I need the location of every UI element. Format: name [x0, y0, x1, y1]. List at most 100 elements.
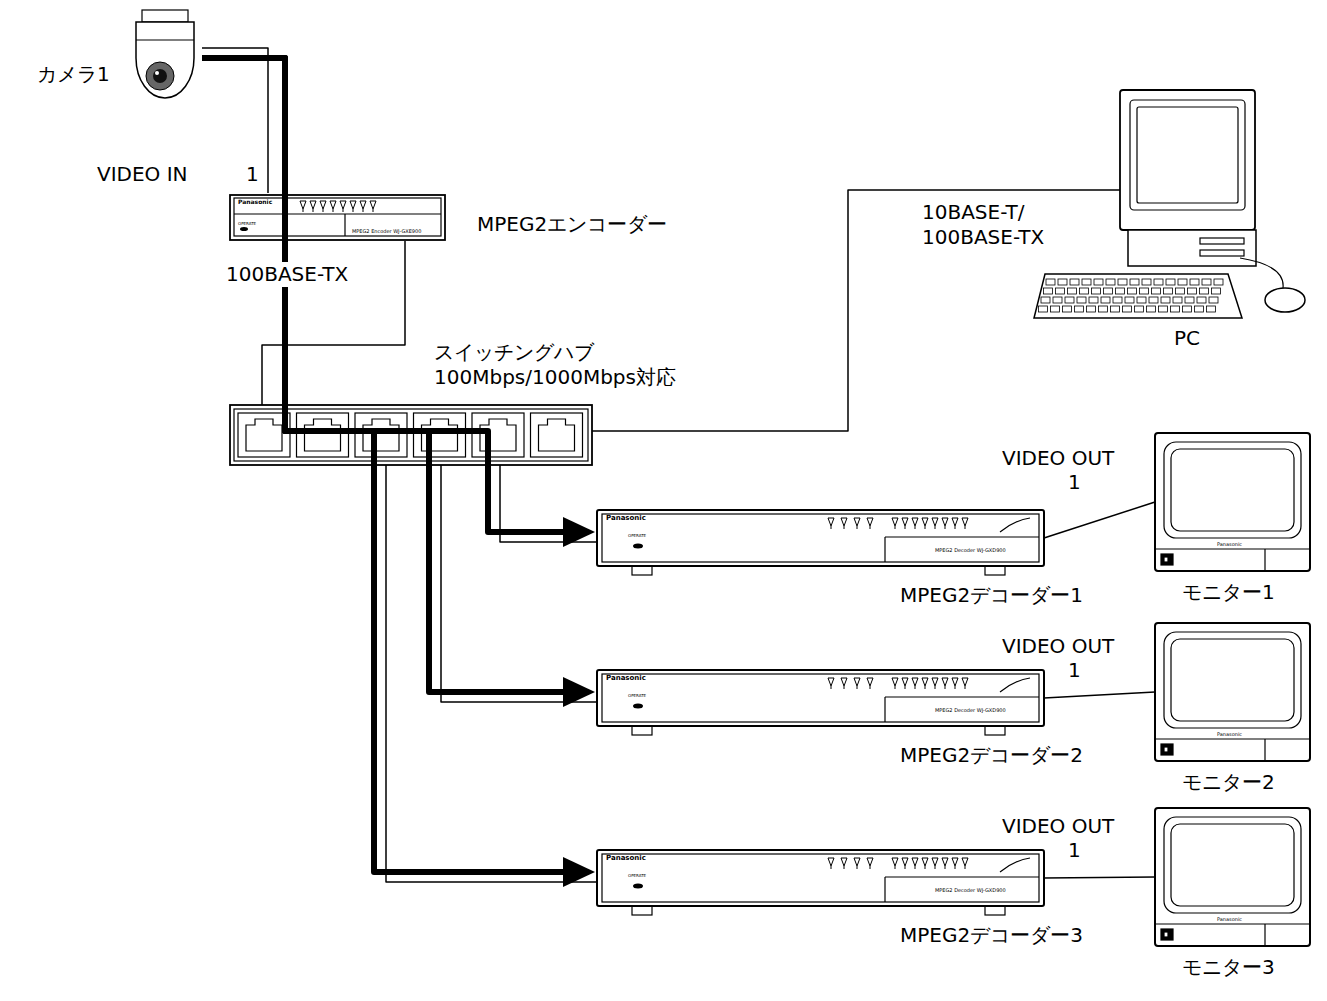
- led-symbol: [895, 526, 896, 529]
- cable-line: [1044, 502, 1155, 538]
- speaker-icon: [1164, 747, 1168, 752]
- panel-curve: [1000, 678, 1030, 692]
- key: [1142, 279, 1151, 285]
- led-symbol: [870, 866, 871, 869]
- decoder-drawing: [597, 850, 1044, 915]
- led-symbol: [854, 518, 860, 526]
- key: [1159, 306, 1168, 312]
- led-symbol: [935, 866, 936, 869]
- led-symbol: [857, 866, 858, 869]
- device-name: MPEG2デコーダー1: [898, 583, 1085, 608]
- monitor-drawing: [1155, 808, 1310, 946]
- led-symbol: [831, 866, 832, 869]
- decoder: MPEG2デコーダー1: [597, 510, 1044, 566]
- panel-line: [885, 876, 1039, 877]
- key: [1152, 288, 1161, 294]
- key: [1070, 279, 1079, 285]
- key: [1166, 279, 1175, 285]
- led-symbol: [333, 209, 334, 212]
- key: [1149, 297, 1158, 303]
- key: [1056, 288, 1065, 294]
- led-symbol: [828, 858, 834, 866]
- led-symbol: [854, 858, 860, 866]
- led-symbol: [922, 678, 928, 686]
- camera: カメラ1: [130, 8, 202, 106]
- monitor: モニター1: [1155, 433, 1310, 571]
- led-symbol: [828, 678, 834, 686]
- key: [1214, 279, 1223, 285]
- rj45-port: [414, 413, 466, 457]
- led-symbol: [955, 526, 956, 529]
- panel-curve: [1000, 858, 1030, 872]
- port-number: 1: [244, 162, 261, 187]
- device-name: PC: [1172, 326, 1202, 351]
- monitor: モニター2: [1155, 623, 1310, 761]
- pc-screen: [1130, 100, 1245, 210]
- camera-lens: [146, 62, 174, 90]
- led-symbol: [962, 518, 968, 526]
- monitor-drawing: [1155, 433, 1310, 571]
- monitor-screen: [1171, 449, 1294, 531]
- speaker-icon: [1161, 554, 1173, 565]
- rj45-socket: [363, 419, 399, 451]
- led-symbol: [867, 518, 873, 526]
- key: [1058, 279, 1067, 285]
- led-symbol: [857, 526, 858, 529]
- led-symbol: [841, 518, 847, 526]
- decoder-housing: [597, 670, 1044, 726]
- cable-line: [1044, 692, 1155, 698]
- decoder-housing: [597, 850, 1044, 906]
- rj45-port: [297, 413, 349, 457]
- pc-monitor: [1120, 90, 1255, 230]
- led-symbol: [965, 686, 966, 689]
- port-label: VIDEO OUT: [1000, 814, 1116, 839]
- key: [1118, 279, 1127, 285]
- camera-drawing: [136, 10, 194, 98]
- key: [1173, 297, 1182, 303]
- key: [1178, 279, 1187, 285]
- led-symbol: [320, 201, 326, 209]
- device-name: スイッチングハブ 100Mbps/1000Mbps対応: [432, 340, 736, 390]
- led-symbol: [935, 686, 936, 689]
- key: [1164, 288, 1173, 294]
- key: [1200, 288, 1209, 294]
- model-text: MPEG2 Decoder WJ-GXD900: [935, 888, 1006, 894]
- led-symbol: [925, 686, 926, 689]
- led-symbol: [905, 526, 906, 529]
- led-symbol: [828, 518, 834, 526]
- device-name: モニター2: [1180, 770, 1277, 795]
- led-symbol: [912, 518, 918, 526]
- monitor: モニター3: [1155, 808, 1310, 946]
- cable-line: [386, 465, 597, 882]
- key: [1089, 297, 1098, 303]
- button-label: OPERATE: [238, 222, 256, 226]
- decoder-panel: [602, 674, 1039, 722]
- led-symbol: [360, 201, 366, 209]
- speaker-icon: [1164, 932, 1168, 937]
- led-symbol: [300, 201, 306, 209]
- decoder-panel: [602, 514, 1039, 562]
- stream-arrow: [202, 58, 563, 532]
- panel-curve: [1000, 518, 1030, 532]
- key: [1130, 279, 1139, 285]
- port-label: VIDEO IN: [95, 162, 190, 187]
- device-foot: [985, 566, 1005, 575]
- device-foot: [632, 566, 652, 575]
- led-symbol: [965, 526, 966, 529]
- key: [1111, 306, 1120, 312]
- monitor-screen: [1164, 817, 1301, 913]
- key: [1137, 297, 1146, 303]
- interface-label: 10BASE-T/ 100BASE-TX: [920, 200, 1094, 250]
- device-foot: [632, 726, 652, 735]
- device-name: MPEG2デコーダー2: [898, 743, 1085, 768]
- key: [1046, 279, 1055, 285]
- led-symbol: [857, 686, 858, 689]
- led-symbol: [363, 209, 364, 212]
- led-symbol: [922, 858, 928, 866]
- led-symbol: [902, 678, 908, 686]
- panel-line: [1155, 548, 1310, 549]
- panel-line: [234, 213, 441, 214]
- device-foot: [632, 906, 652, 915]
- device-name: モニター1: [1180, 580, 1277, 605]
- speaker-icon: [1161, 929, 1173, 940]
